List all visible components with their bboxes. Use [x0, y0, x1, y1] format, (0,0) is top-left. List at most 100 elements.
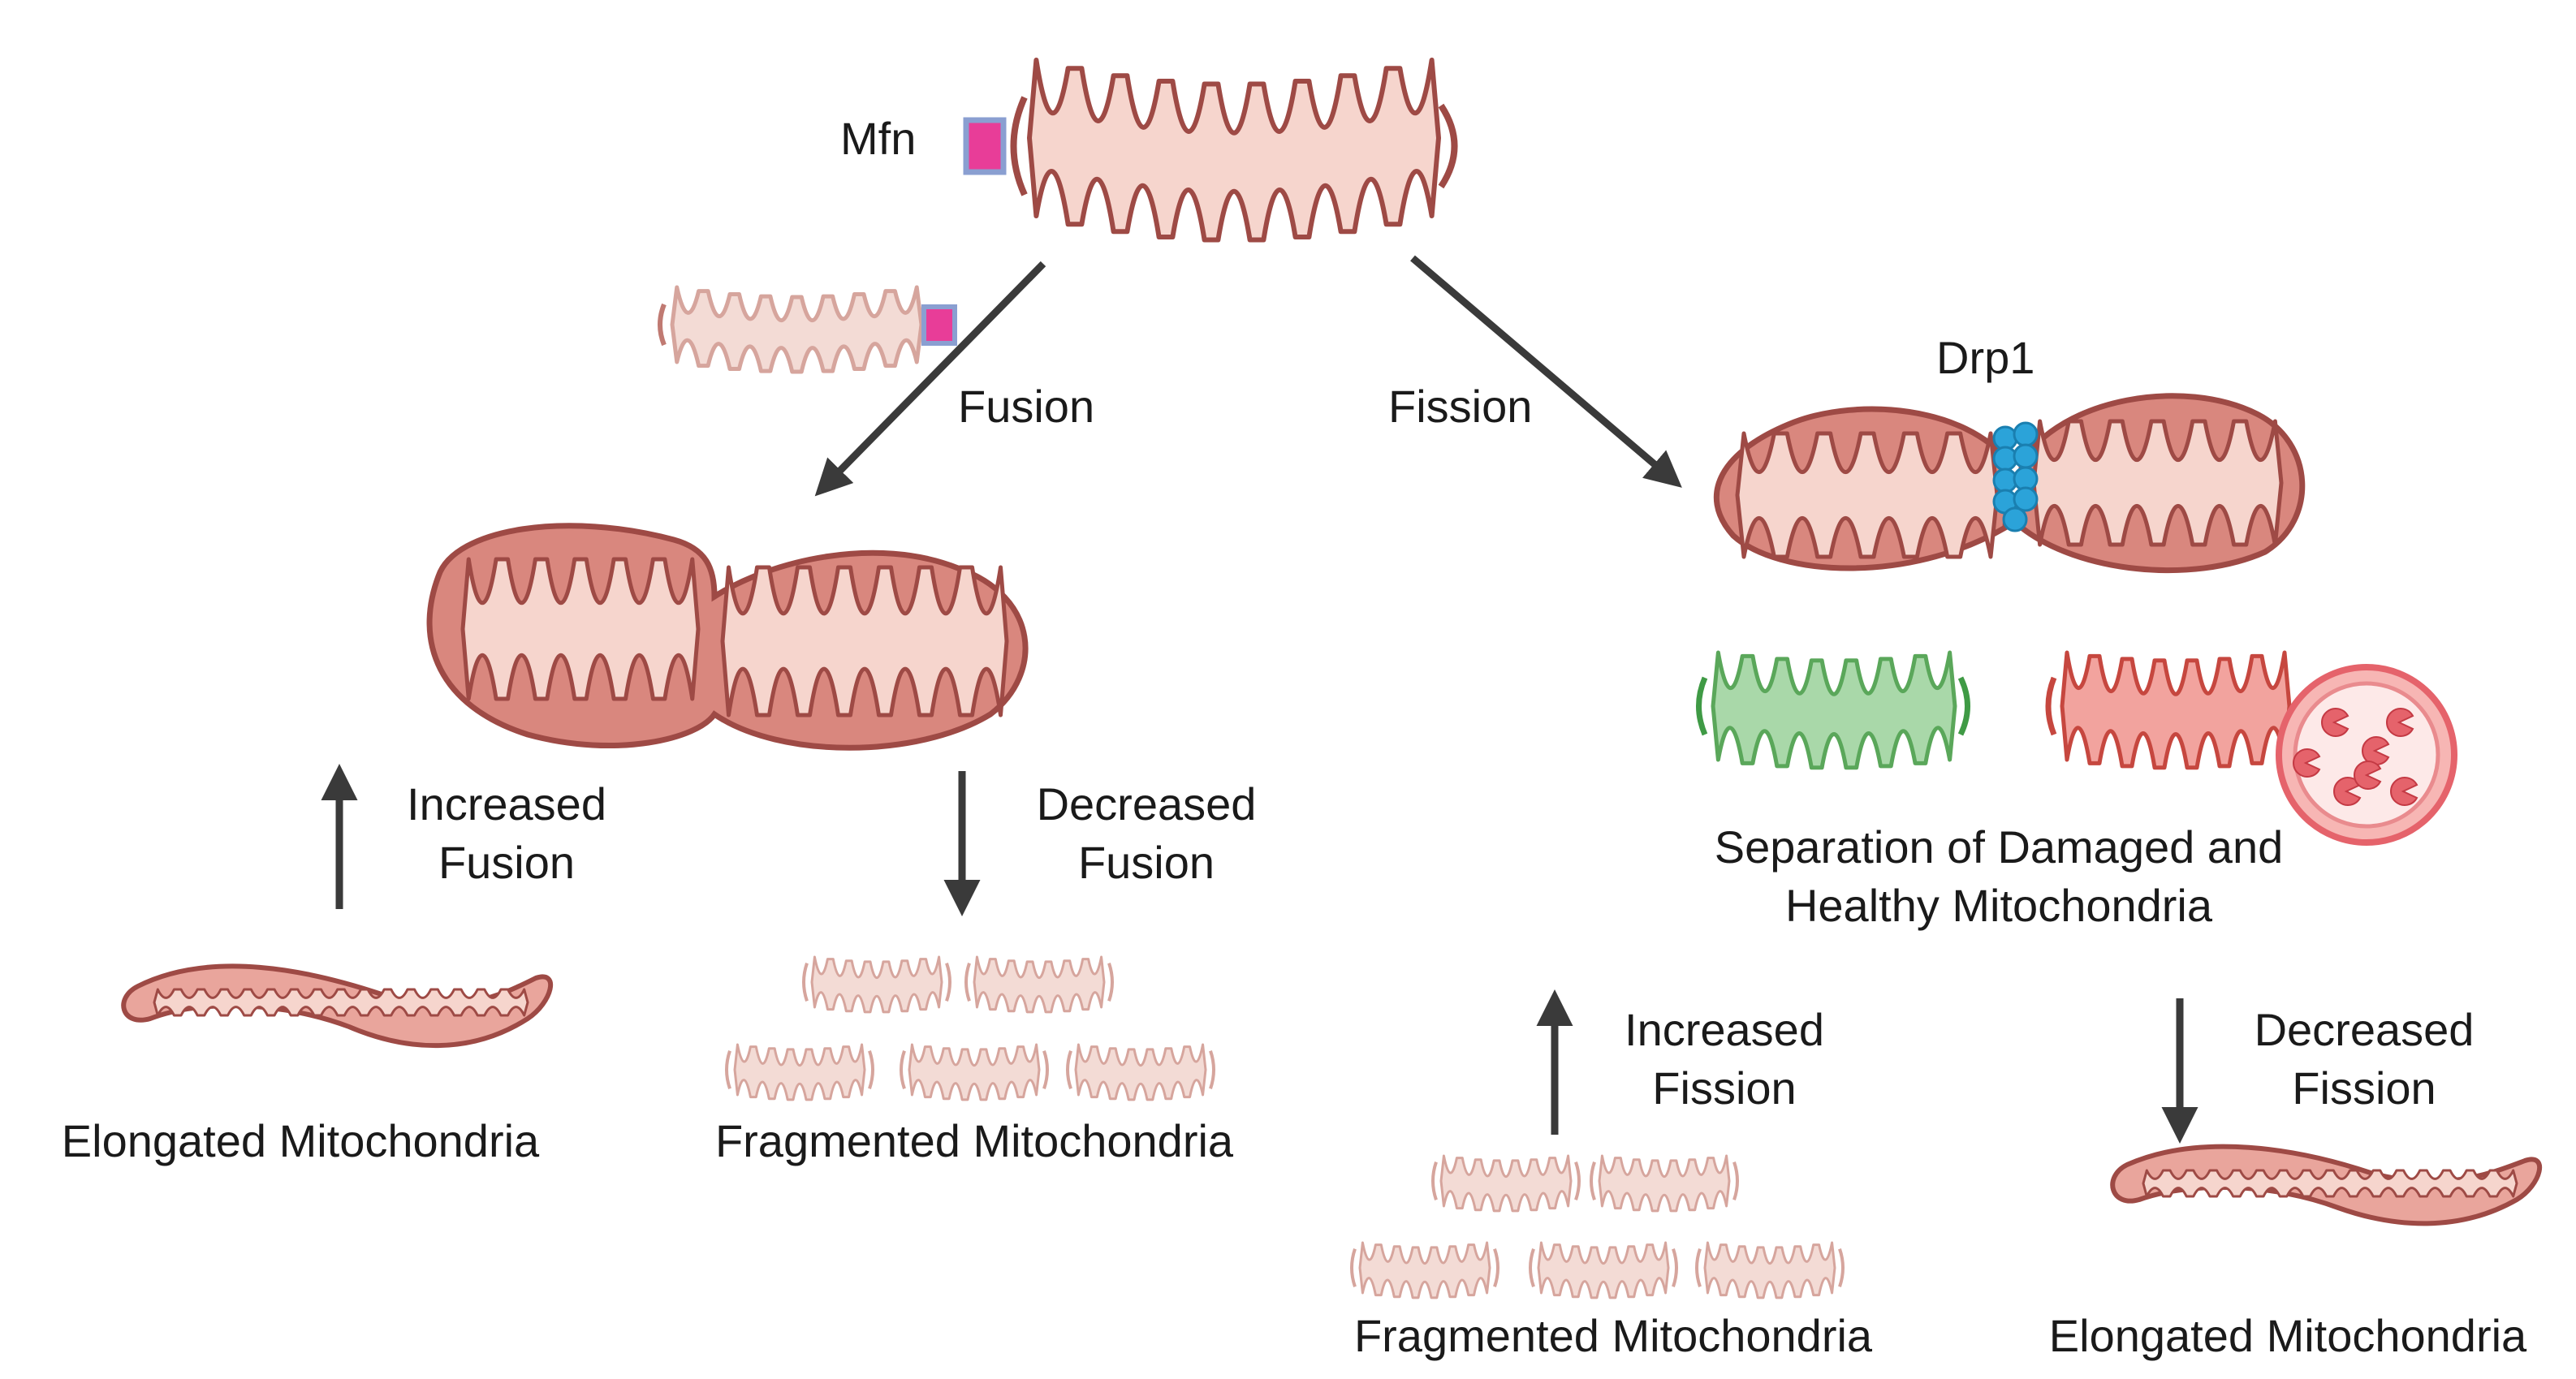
damaged-mitochondrion — [2045, 650, 2457, 846]
lysosome-enzyme-2 — [2293, 748, 2321, 778]
lysosome — [2276, 664, 2457, 846]
right-fragment-1 — [1590, 1154, 1739, 1213]
increased-fission-label-line2: Fission — [1652, 1062, 1796, 1114]
dividing-mito-matrix-right — [2031, 419, 2284, 547]
increased-fission-label-line1: Increased — [1625, 1004, 1824, 1055]
left-fragment-0 — [802, 955, 951, 1014]
right-fragment-cap-right-4 — [1838, 1248, 1845, 1287]
drp1-bead-3 — [2013, 443, 2039, 469]
left-fragment-4 — [1066, 1043, 1215, 1101]
right-fragment-cap-right-1 — [1732, 1161, 1739, 1200]
right-fragment-cap-left-4 — [1695, 1248, 1702, 1287]
left-fragment-matrix-3 — [908, 1043, 1041, 1101]
drp1-label: Drp1 — [1936, 332, 2034, 383]
top-mitochondrion — [963, 58, 1458, 243]
left-fragment-cap-right-4 — [1209, 1050, 1215, 1089]
elongated-mitochondrion-left — [121, 963, 553, 1049]
fusion-arrow — [814, 261, 1046, 497]
healthy-mitochondrion — [1696, 650, 1970, 770]
fusion-label: Fusion — [958, 381, 1094, 432]
healthy-mito-right-cap — [1957, 676, 1970, 736]
separation-label-line1: Separation of Damaged and — [1715, 821, 2284, 873]
fragmented-mitochondria-right — [1350, 1154, 1845, 1299]
left-fragment-matrix-4 — [1074, 1043, 1207, 1101]
lysosome-enzyme-5 — [2390, 777, 2419, 806]
left-fragment-2 — [725, 1043, 874, 1101]
dividing-mitochondrion — [1713, 393, 2306, 574]
right-fragment-matrix-2 — [1358, 1241, 1491, 1299]
lysosome-enzyme-4 — [2333, 777, 2362, 806]
mfn-protein-top — [963, 117, 1007, 175]
right-fragment-4 — [1695, 1241, 1845, 1299]
left-fragment-cap-right-1 — [1107, 963, 1114, 1002]
decreased-fusion-label-line2: Fusion — [1078, 837, 1215, 888]
decreased-fission-label-line1: Decreased — [2255, 1004, 2475, 1055]
right-fragment-cap-left-0 — [1431, 1161, 1438, 1200]
fused-mito-cristae — [460, 557, 1009, 718]
lysosome-enzyme-3 — [2362, 736, 2390, 765]
right-fragment-cap-left-3 — [1529, 1248, 1535, 1287]
separation-label-line2: Healthy Mitochondria — [1785, 880, 2213, 931]
right-fragment-cap-left-2 — [1350, 1248, 1357, 1287]
right-fragment-cap-right-2 — [1493, 1248, 1499, 1287]
increased-fusion-label-line1: Increased — [407, 778, 606, 830]
right-fragment-2 — [1350, 1241, 1499, 1299]
lysosome-enzymes — [2293, 708, 2419, 806]
right-fragment-matrix-3 — [1537, 1241, 1670, 1299]
fused-mito-matrix-left — [460, 557, 701, 701]
increased-fusion-label-line2: Fusion — [438, 837, 575, 888]
left-fragment-matrix-2 — [733, 1043, 866, 1101]
damaged-mito-cristae — [2060, 650, 2292, 770]
elongated-left-cristae — [153, 988, 529, 1017]
elongated-right-matrix — [2142, 1169, 2518, 1198]
right-fragment-0 — [1431, 1154, 1581, 1213]
healthy-mito-left-cap — [1696, 676, 1708, 736]
left-fragment-cap-right-2 — [868, 1050, 874, 1089]
right-fragment-cap-left-1 — [1590, 1161, 1596, 1200]
fragmented-mitochondria-right-label: Fragmented Mitochondria — [1354, 1310, 1873, 1361]
right-fragment-matrix-0 — [1439, 1154, 1573, 1213]
elongated-left-matrix — [153, 988, 529, 1017]
left-fragment-3 — [900, 1043, 1049, 1101]
dividing-mito-matrix-left — [1735, 431, 2000, 559]
lysosome-enzyme-1 — [2386, 708, 2414, 737]
left-fragment-matrix-0 — [810, 955, 943, 1014]
lysosome-enzyme-6 — [2354, 761, 2382, 790]
left-fragment-cap-right-0 — [945, 963, 951, 1002]
elongated-mitochondrion-right — [2110, 1144, 2542, 1226]
fused-mitochondrion — [426, 523, 1029, 751]
small-mito-cristae — [670, 285, 924, 374]
elongated-mitochondria-right-label: Elongated Mitochondria — [2049, 1310, 2527, 1361]
right-fragment-matrix-4 — [1703, 1241, 1836, 1299]
lysosome-enzyme-0 — [2321, 708, 2349, 737]
top-mito-matrix — [1027, 58, 1441, 243]
left-fragment-1 — [964, 955, 1114, 1014]
drp1-bead-1 — [2013, 421, 2039, 447]
right-fragment-3 — [1529, 1241, 1678, 1299]
drp1-bead-8 — [2002, 506, 2028, 532]
elongated-mitochondria-left-label: Elongated Mitochondria — [62, 1115, 540, 1166]
healthy-mito-cristae — [1711, 650, 1957, 770]
left-fragment-cap-left-4 — [1066, 1050, 1072, 1089]
fission-label: Fission — [1388, 381, 1532, 432]
left-fragment-matrix-1 — [973, 955, 1106, 1014]
left-fragment-cap-left-2 — [725, 1050, 731, 1089]
top-mito-outer-left-cap — [1010, 96, 1028, 196]
arrows — [321, 255, 2198, 1144]
small-mito-matrix — [670, 285, 924, 374]
right-fragment-cap-right-0 — [1574, 1161, 1581, 1200]
fragmented-mitochondria-left — [725, 955, 1215, 1101]
damaged-mito-matrix — [2060, 650, 2292, 770]
left-fragment-cap-left-3 — [900, 1050, 906, 1089]
top-mito-cristae — [1027, 58, 1441, 243]
mfn-label: Mfn — [840, 113, 916, 164]
fragmented-mitochondria-left-label: Fragmented Mitochondria — [715, 1115, 1234, 1166]
fission-arrow — [1410, 255, 1682, 488]
top-mito-outer-right-cap — [1438, 103, 1458, 189]
right-fragment-cap-right-3 — [1672, 1248, 1678, 1287]
mfn-protein-small — [921, 304, 957, 346]
left-fragment-cap-right-3 — [1042, 1050, 1049, 1089]
decreased-fission-label-line2: Fission — [2292, 1062, 2436, 1114]
